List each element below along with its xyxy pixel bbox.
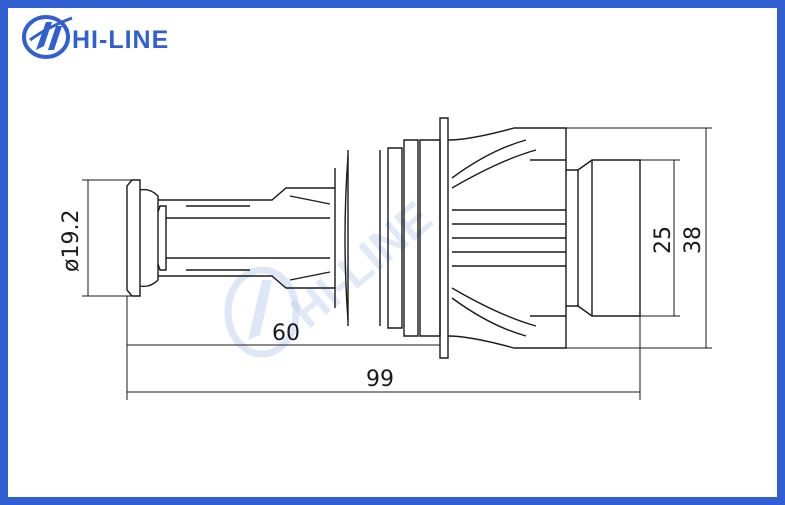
hi-line-logo-icon <box>22 15 73 59</box>
height-25-label: 25 <box>651 226 676 254</box>
dimension-lines <box>82 127 712 400</box>
brand-name: HI-LINE <box>72 26 170 54</box>
length-60-label: 60 <box>272 321 300 346</box>
length-99-label: 99 <box>366 367 394 392</box>
height-38-label: 38 <box>681 226 706 254</box>
diameter-label: ø19.2 <box>59 210 84 272</box>
